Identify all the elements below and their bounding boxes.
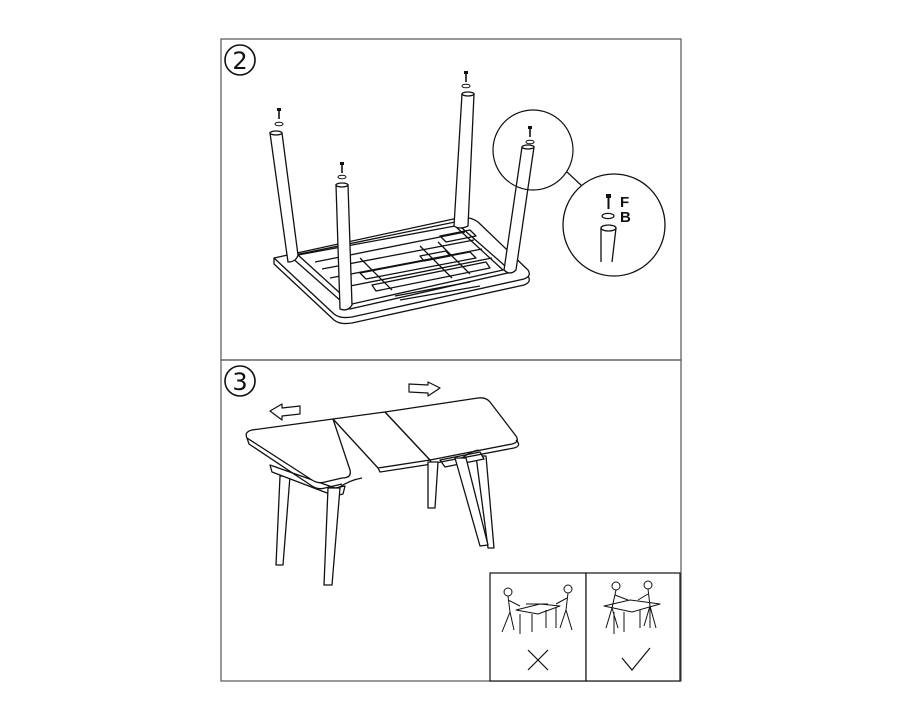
check-mark-icon — [621, 647, 651, 671]
screw-icon — [606, 194, 611, 209]
step-2-panel: 2 — [220, 38, 682, 361]
leg-end-front-left — [335, 182, 349, 188]
screws-group — [274, 71, 535, 180]
tip-box-wrong — [489, 572, 587, 682]
cross-mark-icon — [527, 649, 549, 671]
step-3-number: 3 — [232, 368, 247, 396]
leg-left-front — [323, 487, 341, 586]
step-3-panel: 3 — [220, 359, 682, 682]
detail-callout-small — [492, 109, 574, 191]
screw-icon — [464, 71, 468, 82]
step-3-badge: 3 — [224, 365, 256, 397]
fastener-label: F — [620, 194, 629, 211]
washer-icon — [274, 121, 284, 127]
leg-back-left — [269, 132, 299, 263]
extending-table — [245, 397, 520, 586]
leg-middle-front — [427, 461, 439, 509]
tip-box-right — [585, 572, 681, 682]
leg-end-front-right — [521, 144, 535, 150]
leg-back-right — [453, 93, 475, 229]
washer-label: B — [620, 209, 631, 226]
washer-icon — [461, 83, 471, 89]
leg-end-back-left — [269, 130, 283, 136]
screw-icon — [277, 108, 281, 119]
table-legs — [269, 91, 535, 311]
callout-connector — [566, 171, 583, 187]
leg-front-right — [503, 146, 535, 274]
step-2-number: 2 — [232, 47, 247, 75]
screw-icon — [340, 162, 344, 173]
screw-icon — [528, 126, 532, 137]
inverted-table — [273, 216, 530, 325]
arrow-left-icon — [269, 403, 301, 421]
leaf-right — [384, 397, 518, 461]
leaf-left — [245, 418, 351, 484]
washer-icon — [337, 174, 347, 180]
washer-icon — [601, 212, 615, 220]
arrow-right-icon — [408, 381, 441, 397]
leg-end-back-right — [461, 91, 475, 97]
detail-callout-large: F B — [562, 173, 666, 277]
step-2-badge: 2 — [224, 44, 256, 76]
leg-front-left — [335, 184, 353, 311]
washer-icon — [525, 139, 535, 145]
